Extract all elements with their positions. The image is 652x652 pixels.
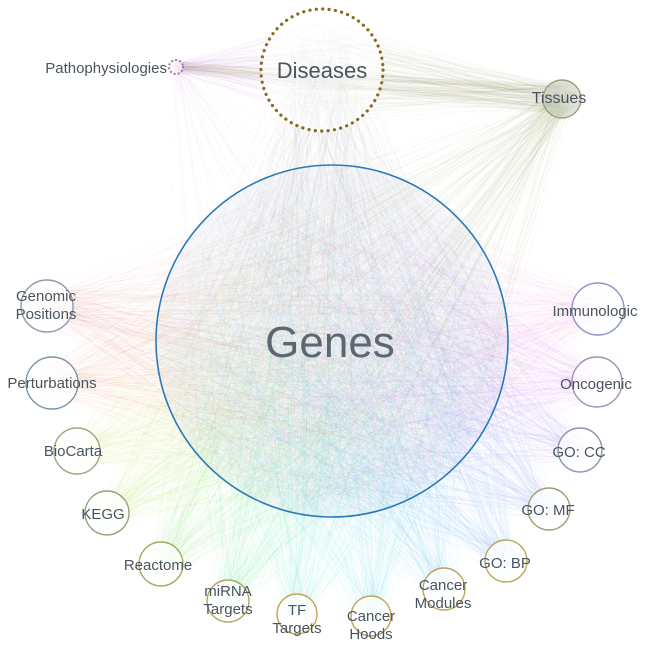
node-mirna-targets[interactable] xyxy=(206,579,250,623)
node-perturbations[interactable] xyxy=(25,356,79,410)
node-label-line: Targets xyxy=(272,620,321,637)
edge-bundle-go-cc xyxy=(165,186,596,495)
edge-bundle-kegg xyxy=(92,175,500,528)
node-cancer-modules[interactable] xyxy=(422,567,466,611)
node-label-line: KEGG xyxy=(81,506,124,523)
node-label-kegg: KEGG xyxy=(81,506,124,523)
edge-bundle-oncogenic xyxy=(177,185,615,506)
node-label-line: TF xyxy=(288,602,306,619)
node-cancer-hoods[interactable] xyxy=(350,595,392,637)
node-label-line: BioCarta xyxy=(44,443,103,460)
edge-bundle-go-bp xyxy=(171,178,521,576)
edge-bundle-cancer-modules xyxy=(165,190,486,604)
edge-bundle-immunologic xyxy=(170,181,616,495)
node-label-perturbations: Perturbations xyxy=(7,375,96,392)
edge-bundle-tf-targets xyxy=(169,177,499,628)
node-label-line: Reactome xyxy=(124,557,192,574)
node-label-reactome: Reactome xyxy=(124,557,192,574)
edge-bundle-pathophysiologies xyxy=(164,62,452,487)
node-go-mf[interactable] xyxy=(527,487,571,531)
edge-bundle-genomic-positions xyxy=(29,182,496,505)
node-genes[interactable] xyxy=(155,164,509,518)
edge-bundle-go-mf xyxy=(168,188,564,524)
genes-disc-fill xyxy=(156,165,508,517)
edge-bundle-reactome xyxy=(146,174,486,580)
node-label-line: Modules xyxy=(415,595,472,612)
node-label-line: Genomic xyxy=(16,288,77,305)
node-label-line: Immunologic xyxy=(552,303,638,320)
node-go-bp[interactable] xyxy=(484,539,528,583)
node-label-line: Cancer xyxy=(419,577,467,594)
node-label-oncogenic: Oncogenic xyxy=(560,376,632,393)
node-oncogenic[interactable] xyxy=(571,356,623,408)
node-label-line: Diseases xyxy=(277,58,367,83)
node-label-line: Oncogenic xyxy=(560,376,632,393)
node-label-line: GO: MF xyxy=(521,502,574,519)
node-label-go-bp: GO: BP xyxy=(479,555,531,572)
node-diseases[interactable] xyxy=(259,7,385,133)
node-label-line: GO: CC xyxy=(552,444,606,461)
edge-bundle-tissues xyxy=(166,85,575,507)
node-label-tissues: Tissues xyxy=(532,90,587,107)
edge-bundle-mirna-targets xyxy=(172,183,500,615)
node-label-immunologic: Immunologic xyxy=(552,303,638,320)
edge-bundle-cancer-hoods xyxy=(173,174,495,630)
node-label-genes: Genes xyxy=(265,318,395,367)
node-label-line: miRNA xyxy=(204,583,252,600)
node-genomic-positions[interactable] xyxy=(20,279,74,333)
node-immunologic[interactable] xyxy=(571,282,625,336)
node-label-line: GO: BP xyxy=(479,555,531,572)
node-label-biocarta: BioCarta xyxy=(44,443,103,460)
node-label-line: Cancer xyxy=(347,608,395,625)
node-label-line: Targets xyxy=(203,601,252,618)
node-label-line: Hoods xyxy=(349,626,392,643)
node-tf-targets[interactable] xyxy=(276,593,318,635)
node-label-diseases: Diseases xyxy=(277,58,367,83)
node-label-line: Perturbations xyxy=(7,375,96,392)
node-kegg[interactable] xyxy=(84,490,130,536)
node-reactome[interactable] xyxy=(138,541,184,587)
node-label-line: Tissues xyxy=(532,90,587,107)
node-go-cc[interactable] xyxy=(557,427,603,473)
node-label-go-cc: GO: CC xyxy=(552,444,606,461)
edge-bundle-perturbations xyxy=(34,175,497,500)
node-pathophysiologies[interactable] xyxy=(167,58,185,76)
node-label-pathophysiologies: Pathophysiologies xyxy=(45,60,167,77)
node-biocarta[interactable] xyxy=(53,427,101,475)
node-tissues[interactable] xyxy=(542,79,582,119)
node-label-line: Positions xyxy=(16,306,77,323)
node-label-line: Pathophysiologies xyxy=(45,60,167,77)
node-label-go-mf: GO: MF xyxy=(521,502,574,519)
node-layer xyxy=(20,7,625,637)
